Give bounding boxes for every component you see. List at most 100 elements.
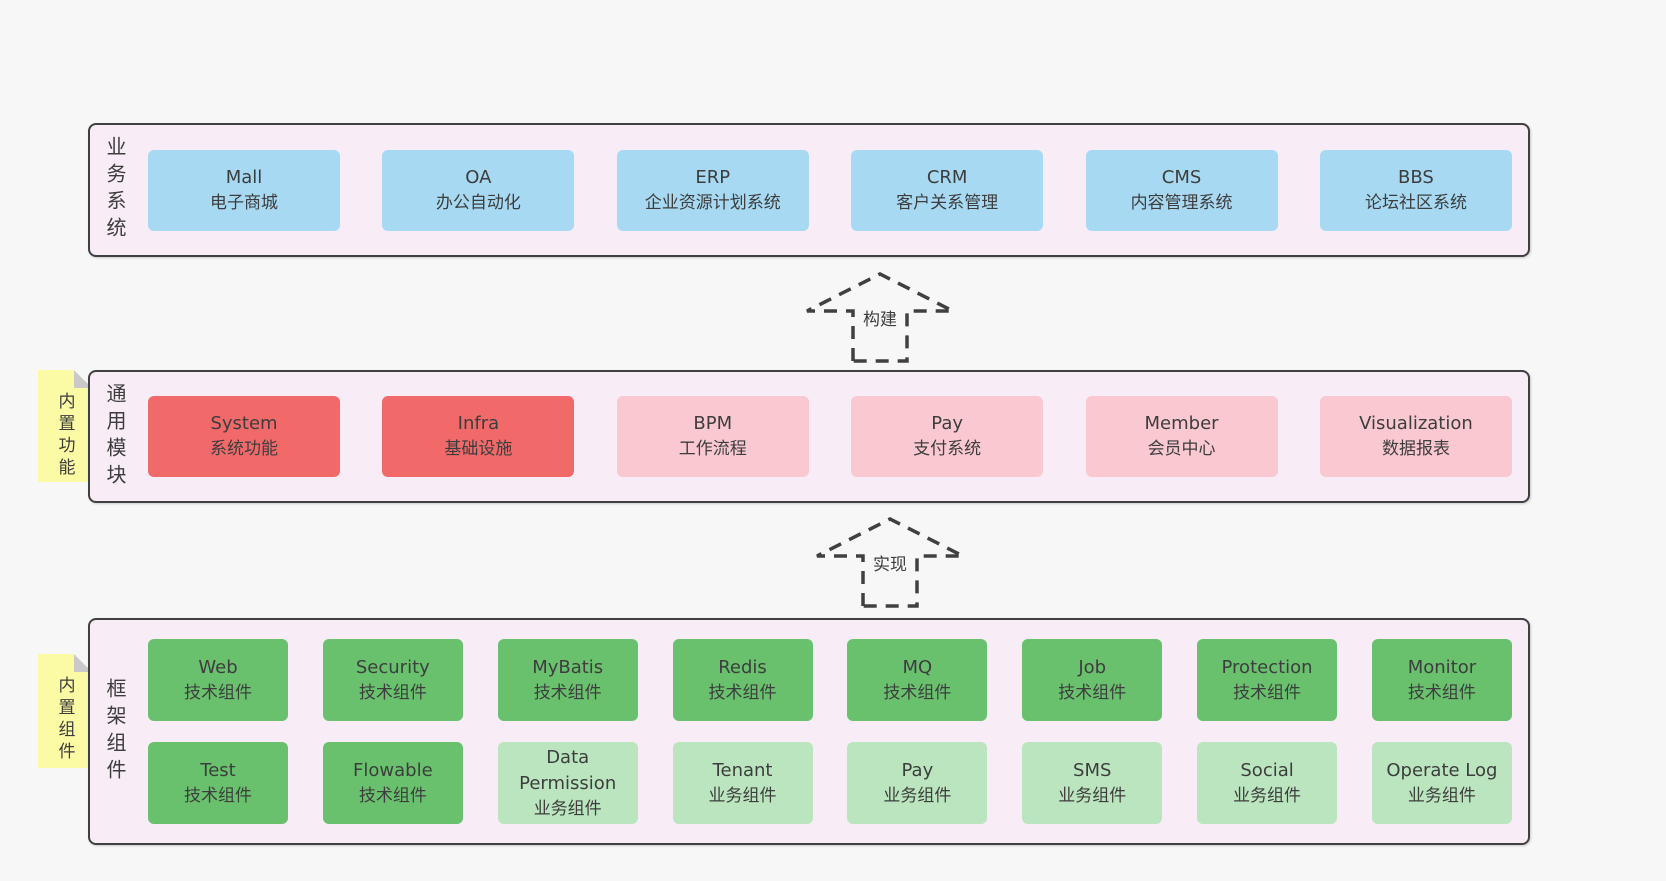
box-title: Mall xyxy=(225,166,263,188)
box-subtitle: 技术组件 xyxy=(358,785,427,806)
box-title: BPM xyxy=(693,413,733,435)
box-subtitle: 企业资源计划系统 xyxy=(644,192,781,213)
box-subtitle: 技术组件 xyxy=(883,682,952,703)
box-title: Pay xyxy=(931,413,964,435)
box-title: Pay xyxy=(901,759,934,781)
arrow-label: 构建 xyxy=(858,305,902,330)
box-subtitle: 技术组件 xyxy=(1233,682,1302,703)
box-subtitle: 会员中心 xyxy=(1147,439,1216,460)
box-title: Flowable xyxy=(353,759,433,781)
box-subtitle: 内容管理系统 xyxy=(1130,192,1233,213)
band-content: Web 技术组件 Security 技术组件 MyBatis 技术组件 Redi… xyxy=(148,620,1512,843)
box-title: Protection xyxy=(1221,656,1313,678)
box-subtitle: 支付系统 xyxy=(913,439,982,460)
box-redis: Redis 技术组件 xyxy=(672,639,813,721)
box-title: MQ xyxy=(902,656,933,678)
sticky-note-built-in-features: 内置功能 xyxy=(38,370,92,482)
sticky-label: 内置功能 xyxy=(54,392,75,480)
component-row-1: Web 技术组件 Security 技术组件 MyBatis 技术组件 Redi… xyxy=(148,639,1512,721)
band-common-modules: 通用模块 System 系统功能 Infra 基础设施 BPM 工作流程 Pay… xyxy=(88,370,1530,503)
box-subtitle: 基础设施 xyxy=(444,439,513,460)
box-protection: Protection 技术组件 xyxy=(1197,639,1338,721)
box-title: MyBatis xyxy=(532,656,604,678)
box-infra: Infra 基础设施 xyxy=(382,396,575,477)
box-title: Security xyxy=(355,656,430,678)
box-flowable: Flowable 技术组件 xyxy=(322,742,463,824)
box-title: System xyxy=(210,413,278,435)
band-business-systems: 业务系统 Mall 电子商城 OA 办公自动化 ERP 企业资源计划系统 CRM… xyxy=(88,123,1530,257)
box-subtitle: 数据报表 xyxy=(1381,439,1450,460)
box-title: Redis xyxy=(718,656,767,678)
box-data-permission: Data Permission 业务组件 xyxy=(497,742,638,824)
box-subtitle: 客户关系管理 xyxy=(896,192,999,213)
box-pay: Pay 支付系统 xyxy=(851,396,1044,477)
box-title: ERP xyxy=(695,166,731,188)
band-framework-components: 框架组件 Web 技术组件 Security 技术组件 MyBatis 技术组件… xyxy=(88,618,1530,845)
box-title: Web xyxy=(198,656,238,678)
sticky-note-built-in-components: 内置组件 xyxy=(38,654,92,768)
box-subtitle: 业务组件 xyxy=(1233,785,1302,806)
box-operate-log: Operate Log 业务组件 xyxy=(1371,742,1512,824)
box-title: Member xyxy=(1144,413,1219,435)
band-label: 框架组件 xyxy=(103,677,127,786)
box-title: BBS xyxy=(1398,166,1434,188)
box-crm: CRM 客户关系管理 xyxy=(851,149,1044,231)
box-title: Infra xyxy=(457,413,500,435)
box-title: CMS xyxy=(1161,166,1202,188)
box-mall: Mall 电子商城 xyxy=(148,149,340,231)
box-subtitle: 工作流程 xyxy=(678,439,747,460)
box-title: CRM xyxy=(926,166,968,188)
box-subtitle: 系统功能 xyxy=(210,439,278,460)
box-monitor: Monitor 技术组件 xyxy=(1371,639,1512,721)
box-test: Test 技术组件 xyxy=(148,742,288,824)
box-subtitle: 论坛社区系统 xyxy=(1364,192,1467,213)
band-label: 通用模块 xyxy=(103,382,127,491)
sticky-label: 内置组件 xyxy=(54,676,75,764)
band-content: Mall 电子商城 OA 办公自动化 ERP 企业资源计划系统 CRM 客户关系… xyxy=(148,125,1512,255)
box-system: System 系统功能 xyxy=(148,396,340,477)
implement-arrow-icon: 实现 xyxy=(815,516,965,608)
box-subtitle: 技术组件 xyxy=(533,682,602,703)
box-erp: ERP 企业资源计划系统 xyxy=(616,149,809,231)
box-subtitle: 业务组件 xyxy=(708,785,777,806)
box-subtitle: 业务组件 xyxy=(1407,785,1476,806)
box-title: Test xyxy=(200,759,236,781)
box-title: Operate Log xyxy=(1386,759,1498,781)
box-visualization: Visualization 数据报表 xyxy=(1319,396,1512,477)
box-subtitle: 技术组件 xyxy=(358,682,427,703)
box-subtitle: 业务组件 xyxy=(883,785,952,806)
box-title: Tenant xyxy=(712,759,773,781)
box-title: Data Permission xyxy=(519,746,617,794)
box-job: Job 技术组件 xyxy=(1022,639,1163,721)
box-pay-component: Pay 业务组件 xyxy=(847,742,988,824)
box-title: Job xyxy=(1078,656,1107,678)
box-subtitle: 技术组件 xyxy=(184,682,252,703)
box-title: Monitor xyxy=(1407,656,1477,678)
box-sms: SMS 业务组件 xyxy=(1022,742,1163,824)
box-title: OA xyxy=(465,166,492,188)
band-label: 业务系统 xyxy=(103,136,127,244)
box-subtitle: 办公自动化 xyxy=(435,192,521,213)
box-subtitle: 业务组件 xyxy=(1058,785,1127,806)
box-title: Social xyxy=(1240,759,1294,781)
box-title: Visualization xyxy=(1359,413,1473,435)
box-web: Web 技术组件 xyxy=(148,639,288,721)
box-title: SMS xyxy=(1073,759,1112,781)
box-subtitle: 技术组件 xyxy=(184,785,252,806)
box-subtitle: 技术组件 xyxy=(1407,682,1476,703)
box-cms: CMS 内容管理系统 xyxy=(1085,149,1278,231)
box-oa: OA 办公自动化 xyxy=(382,149,575,231)
box-subtitle: 技术组件 xyxy=(708,682,777,703)
box-subtitle: 业务组件 xyxy=(533,798,602,819)
box-subtitle: 技术组件 xyxy=(1058,682,1127,703)
band-content: System 系统功能 Infra 基础设施 BPM 工作流程 Pay 支付系统… xyxy=(148,372,1512,501)
box-social: Social 业务组件 xyxy=(1197,742,1338,824)
arrow-label: 实现 xyxy=(868,550,912,575)
box-bpm: BPM 工作流程 xyxy=(616,396,809,477)
box-mybatis: MyBatis 技术组件 xyxy=(497,639,638,721)
box-member: Member 会员中心 xyxy=(1085,396,1278,477)
box-security: Security 技术组件 xyxy=(322,639,463,721)
box-bbs: BBS 论坛社区系统 xyxy=(1319,149,1512,231)
component-row-2: Test 技术组件 Flowable 技术组件 Data Permission … xyxy=(148,742,1512,824)
